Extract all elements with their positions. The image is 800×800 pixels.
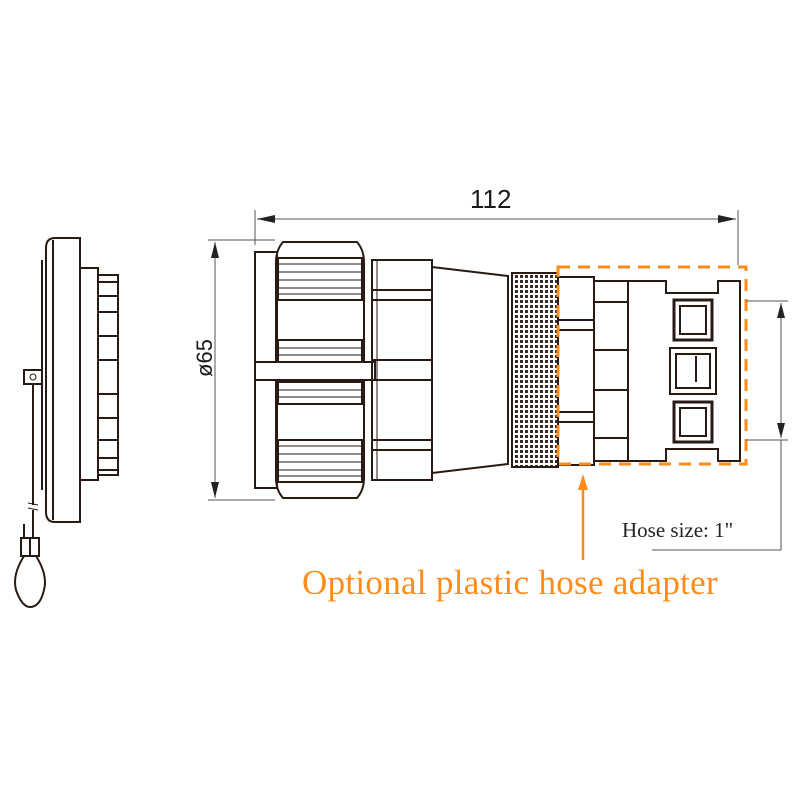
- hose-size-dimension: [652, 300, 788, 551]
- diameter-dimension: [208, 239, 275, 501]
- hose-size-label: Hose size: 1": [622, 518, 734, 542]
- front-view-connector: [254, 241, 748, 499]
- ribs: [97, 274, 119, 476]
- length-dimension-label: 112: [470, 184, 512, 214]
- side-view-cap: [14, 237, 119, 609]
- grip-bands: [277, 257, 363, 483]
- diameter-dimension-label: ø65: [192, 339, 217, 377]
- hose-adapter: [557, 276, 741, 466]
- adapter-highlight-box: [556, 265, 748, 466]
- length-dimension: [254, 210, 739, 265]
- adapter-leader-arrow: [578, 474, 588, 560]
- adapter-caption: Optional plastic hose adapter: [302, 563, 718, 602]
- knurled-ring: [511, 272, 559, 468]
